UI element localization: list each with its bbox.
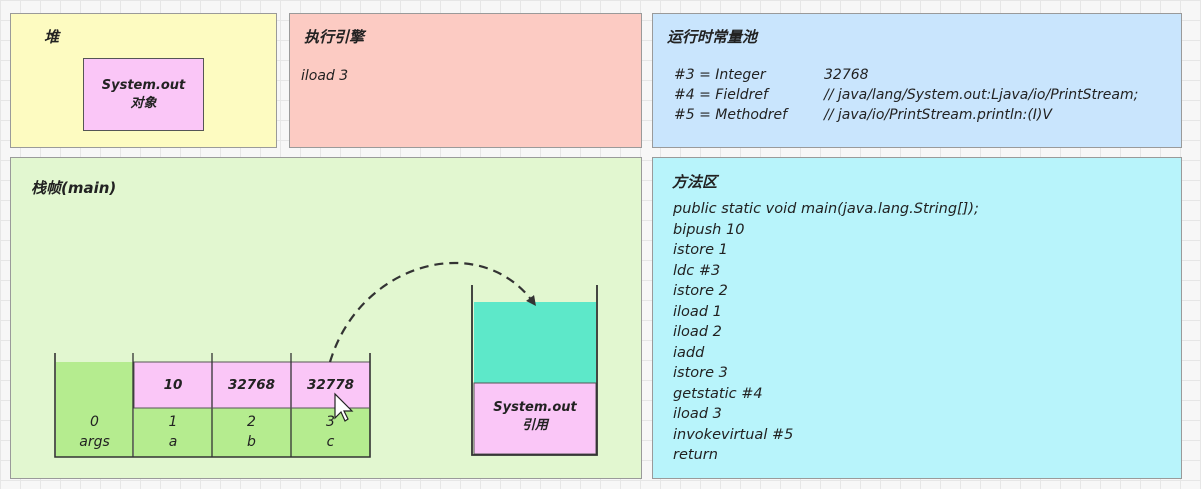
operand-stack-empty-area [474,302,596,383]
method-area-title: 方法区 [672,173,718,191]
bytecode-line: public static void main(java.lang.String… [673,201,979,217]
bytecode-line: iload 3 [673,406,722,422]
local-slot-3-value-cell [290,361,371,409]
operand-stack-top-kind: 引用 [521,418,548,433]
bytecode-line: istore 2 [673,283,728,299]
constant-pool-entry: #4 = Fieldref // java/lang/System.out:Lj… [674,87,1138,103]
operand-stack-outline [471,285,598,456]
execution-engine-title: 执行引擎 [304,28,365,46]
operand-stack-top-name: System.out [493,400,577,415]
system-out-object: System.out 对象 [83,58,204,131]
constant-pool-entry: #3 = Integer 32768 [674,67,869,83]
heap-title: 堆 [44,28,60,46]
local-slot-1-index: 1 [168,414,178,430]
operand-stack-top-label: System.out 引用 [474,399,596,435]
operand-stack-top-entry [473,382,597,455]
bytecode-line: ldc #3 [673,262,721,279]
bytecode-line: invokevirtual #5 [673,426,794,443]
local-slot-1-name: a [168,434,178,450]
mouse-cursor-icon [334,392,354,422]
constant-pool-entry-label: #5 = Methodref [674,107,788,123]
local-slot-1-value: 10 [163,377,183,393]
bytecode-line: istore 3 [673,365,728,381]
bytecode-line: iadd [673,344,705,361]
execution-engine-panel: 执行引擎 iload 3 [289,13,642,148]
local-slot-3-value: 32778 [307,377,354,393]
local-slot-2-value: 32768 [228,377,275,393]
constant-pool-entry-comment: // java/lang/System.out:Ljava/io/PrintSt… [824,87,1139,103]
local-slot-2-value-cell [211,361,292,409]
bytecode-line: iload 2 [673,324,722,340]
local-slot-0 [56,362,133,457]
constant-pool-entry-comment: 32768 [824,67,869,83]
local-slot-2-name: b [247,434,256,450]
local-slot-3-index: 3 [326,414,335,430]
local-slot-index-row [134,408,370,457]
dashed-arrow [328,261,536,363]
bytecode-line: iload 1 [673,303,722,320]
method-area-panel: 方法区 public static void main(java.lang.St… [652,157,1182,479]
bytecode-line: return [673,447,718,463]
constant-pool-entry: #5 = Methodref // java/io/PrintStream.pr… [674,107,1052,123]
system-out-object-kind: 对象 [130,95,157,111]
current-instruction: iload 3 [301,68,349,84]
local-slot-0-index: 0 [90,414,99,430]
heap-panel: 堆 System.out 对象 [10,13,277,148]
system-out-object-name: System.out [101,77,186,93]
constant-pool-entry-comment: // java/io/PrintStream.println:(I)V [824,107,1052,123]
local-slot-3-name: c [326,434,335,450]
bytecode-line: istore 1 [673,242,728,258]
local-slot-2-index: 2 [247,414,256,430]
constant-pool-entry-label: #4 = Fieldref [674,87,768,103]
local-slot-0-name: args [79,434,110,450]
constant-pool-panel: 运行时常量池 #3 = Integer 32768 #4 = Fieldref … [652,13,1182,148]
bytecode-line: bipush 10 [673,221,745,238]
stack-frame-title: 栈帧(main) [31,179,117,197]
constant-pool-entry-label: #3 = Integer [674,67,766,83]
constant-pool-title: 运行时常量池 [667,28,758,46]
local-slot-1-value-cell [133,361,213,409]
bytecode-line: getstatic #4 [673,385,763,402]
bytecode-listing: public static void main(java.lang.String… [673,199,979,466]
